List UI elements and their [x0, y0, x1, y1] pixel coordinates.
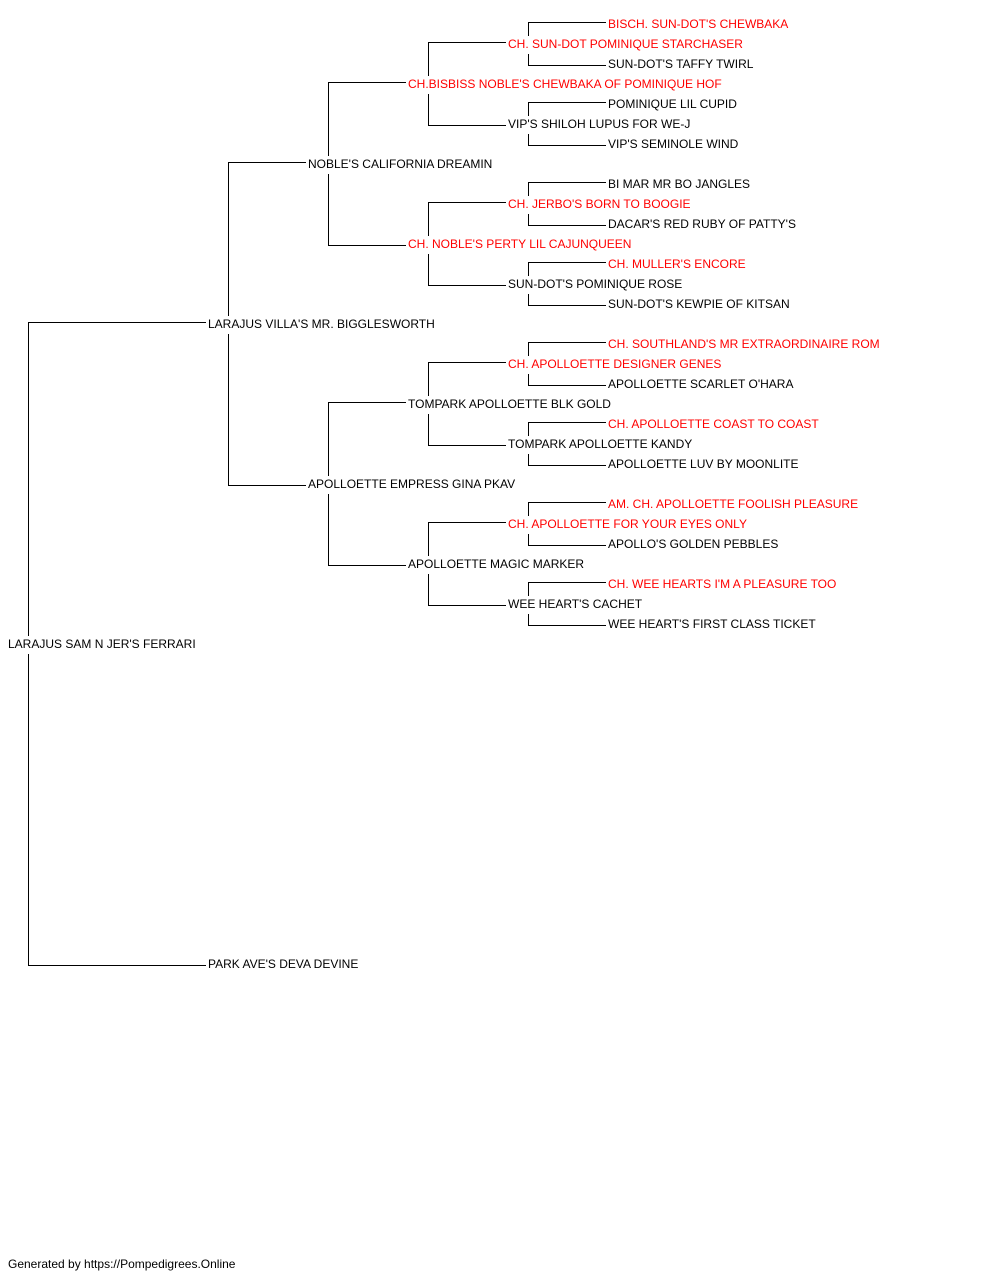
connector-sire-sire-sire-sire-to-sire: [528, 22, 606, 36]
connector-sire-sire-dam-sire-to-sire: [528, 182, 606, 196]
dog-sire-dam-sire[interactable]: TOMPARK APOLLOETTE BLK GOLD: [408, 397, 611, 411]
connector-sire-sire-dam-dam-to-dam: [528, 294, 606, 306]
dog-sire-dam-sire-dam-dam[interactable]: APOLLOETTE LUV BY MOONLITE: [608, 457, 799, 471]
dog-sire-dam-sire-sire-sire[interactable]: CH. SOUTHLAND'S MR EXTRAORDINAIRE ROM: [608, 337, 880, 351]
connector-sire-dam-to-dam: [328, 494, 406, 566]
dog-sire-sire-dam-dam[interactable]: SUN-DOT'S POMINIQUE ROSE: [508, 277, 683, 291]
connector-sire-sire-sire-to-dam: [428, 94, 506, 126]
connector-sire-dam-sire-to-dam: [428, 414, 506, 446]
dog-sire-dam[interactable]: APOLLOETTE EMPRESS GINA PKAV: [308, 477, 516, 491]
dog-sire-sire-sire-sire-sire[interactable]: BISCH. SUN-DOT'S CHEWBAKA: [608, 17, 789, 31]
connector-subject-to-dam: [28, 654, 206, 966]
connector-sire-sire-sire-dam-to-sire: [528, 102, 606, 116]
footer-credit: Generated by https://Pompedigrees.Online: [8, 1257, 236, 1271]
connector-sire-sire-dam-sire-to-dam: [528, 214, 606, 226]
connector-sire-dam-sire-to-sire: [428, 362, 506, 396]
connector-sire-to-sire: [228, 162, 306, 316]
dog-sire-dam-dam-dam-sire[interactable]: CH. WEE HEARTS I'M A PLEASURE TOO: [608, 577, 837, 591]
dog-subject[interactable]: LARAJUS SAM N JER'S FERRARI: [8, 637, 196, 651]
connector-sire-dam-sire-dam-to-dam: [528, 454, 606, 466]
dog-sire-sire-sire[interactable]: CH.BISBISS NOBLE'S CHEWBAKA OF POMINIQUE…: [408, 77, 722, 91]
connector-sire-sire-to-sire: [328, 82, 406, 156]
dog-sire-dam-dam-dam-dam[interactable]: WEE HEART'S FIRST CLASS TICKET: [608, 617, 816, 631]
dog-sire-dam-dam-dam[interactable]: WEE HEART'S CACHET: [508, 597, 643, 611]
dog-sire[interactable]: LARAJUS VILLA'S MR. BIGGLESWORTH: [208, 317, 435, 331]
dog-sire-sire-dam-dam-dam[interactable]: SUN-DOT'S KEWPIE OF KITSAN: [608, 297, 790, 311]
connector-sire-dam-to-sire: [328, 402, 406, 476]
connector-sire-sire-to-dam: [328, 174, 406, 246]
connector-sire-dam-dam-to-dam: [428, 574, 506, 606]
dog-sire-dam-sire-dam[interactable]: TOMPARK APOLLOETTE KANDY: [508, 437, 693, 451]
dog-sire-dam-dam-sire-sire[interactable]: AM. CH. APOLLOETTE FOOLISH PLEASURE: [608, 497, 859, 511]
dog-sire-sire-sire-sire[interactable]: CH. SUN-DOT POMINIQUE STARCHASER: [508, 37, 743, 51]
dog-sire-sire-dam[interactable]: CH. NOBLE'S PERTY LIL CAJUNQUEEN: [408, 237, 632, 251]
dog-sire-sire-dam-sire-dam[interactable]: DACAR'S RED RUBY OF PATTY'S: [608, 217, 796, 231]
connector-sire-dam-dam-to-sire: [428, 522, 506, 556]
connector-sire-to-dam: [228, 334, 306, 486]
connector-sire-dam-sire-dam-to-sire: [528, 422, 606, 436]
connector-sire-sire-sire-dam-to-dam: [528, 134, 606, 146]
dog-sire-dam-sire-sire-dam[interactable]: APOLLOETTE SCARLET O'HARA: [608, 377, 794, 391]
dog-sire-dam-sire-dam-sire[interactable]: CH. APOLLOETTE COAST TO COAST: [608, 417, 819, 431]
dog-sire-dam-sire-sire[interactable]: CH. APOLLOETTE DESIGNER GENES: [508, 357, 722, 371]
connector-sire-dam-sire-sire-to-dam: [528, 374, 606, 386]
dog-sire-dam-dam-sire-dam[interactable]: APOLLO'S GOLDEN PEBBLES: [608, 537, 779, 551]
dog-sire-sire-sire-dam[interactable]: VIP'S SHILOH LUPUS FOR WE-J: [508, 117, 691, 131]
connector-sire-dam-dam-sire-to-dam: [528, 534, 606, 546]
connector-sire-dam-dam-sire-to-sire: [528, 502, 606, 516]
dog-sire-sire-sire-dam-dam[interactable]: VIP'S SEMINOLE WIND: [608, 137, 739, 151]
connector-sire-sire-dam-to-dam: [428, 254, 506, 286]
connector-sire-sire-sire-sire-to-dam: [528, 54, 606, 66]
dog-sire-sire-dam-sire-sire[interactable]: BI MAR MR BO JANGLES: [608, 177, 751, 191]
dog-sire-dam-dam[interactable]: APOLLOETTE MAGIC MARKER: [408, 557, 585, 571]
dog-sire-sire-sire-sire-dam[interactable]: SUN-DOT'S TAFFY TWIRL: [608, 57, 754, 71]
connector-sire-dam-dam-dam-to-sire: [528, 582, 606, 596]
connector-sire-sire-dam-to-sire: [428, 202, 506, 236]
dog-sire-sire[interactable]: NOBLE'S CALIFORNIA DREAMIN: [308, 157, 493, 171]
dog-sire-sire-dam-dam-sire[interactable]: CH. MULLER'S ENCORE: [608, 257, 746, 271]
dog-sire-dam-dam-sire[interactable]: CH. APOLLOETTE FOR YOUR EYES ONLY: [508, 517, 747, 531]
connector-sire-dam-sire-sire-to-sire: [528, 342, 606, 356]
connector-sire-sire-dam-dam-to-sire: [528, 262, 606, 276]
connector-subject-to-sire: [28, 322, 206, 636]
dog-sire-sire-sire-dam-sire[interactable]: POMINIQUE LIL CUPID: [608, 97, 737, 111]
connector-sire-dam-dam-dam-to-dam: [528, 614, 606, 626]
dog-dam[interactable]: PARK AVE'S DEVA DEVINE: [208, 957, 359, 971]
connector-sire-sire-sire-to-sire: [428, 42, 506, 76]
dog-sire-sire-dam-sire[interactable]: CH. JERBO'S BORN TO BOOGIE: [508, 197, 691, 211]
